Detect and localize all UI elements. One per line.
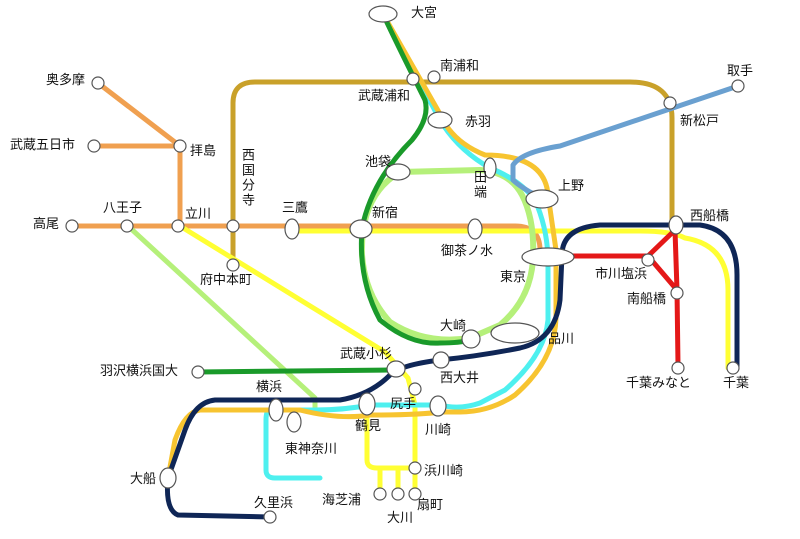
station-marker-okawa — [391, 487, 405, 501]
station-label-musashikosugi: 武蔵小杉 — [340, 347, 393, 362]
station-label-haijima: 拝島 — [190, 144, 217, 159]
station-label-omiya: 大宮 — [411, 6, 438, 21]
station-marker-shinmatsudo — [663, 96, 677, 110]
station-label-mitaka: 三鷹 — [282, 201, 309, 216]
station-label-okutama: 奥多摩 — [46, 73, 86, 88]
station-marker-higashikanagawa — [286, 411, 302, 433]
station-marker-chibaminato — [671, 361, 685, 375]
station-marker-ichikawashiohama — [641, 253, 655, 267]
station-label-tabata: 田端 — [471, 170, 486, 200]
tokaido-line — [165, 11, 559, 481]
station-label-ogimachi: 扇町 — [417, 498, 444, 513]
station-label-kurihama: 久里浜 — [254, 496, 294, 511]
sobu-rapid-line — [669, 222, 740, 371]
station-marker-hachioji — [120, 219, 134, 233]
station-label-umishibaura: 海芝浦 — [322, 493, 362, 508]
station-marker-nishifunabashi — [668, 215, 684, 235]
station-marker-nishikokubunji — [226, 219, 240, 233]
station-marker-takao — [65, 219, 79, 233]
station-label-ofuna: 大船 — [130, 472, 157, 487]
station-marker-osaki — [461, 329, 481, 349]
sotetsu-direct-line — [195, 367, 393, 375]
station-label-okawa: 大川 — [387, 511, 414, 526]
station-label-fuchuhonmachi: 府中本町 — [200, 273, 253, 288]
chuo-sobu-line — [293, 228, 731, 371]
station-marker-minamiurawa — [427, 70, 441, 84]
station-label-minamiurawa: 南浦和 — [440, 59, 480, 74]
station-marker-fuchuhonmachi — [226, 258, 240, 272]
station-label-ochanomizu: 御茶ノ水 — [441, 244, 494, 259]
station-marker-okutama — [91, 76, 105, 90]
station-label-ichikawashiohama: 市川塩浜 — [595, 267, 648, 282]
station-marker-chiba — [726, 361, 740, 375]
station-marker-omiya — [368, 5, 398, 23]
station-markers — [65, 5, 745, 524]
station-label-osaki: 大崎 — [440, 319, 467, 334]
station-marker-haijima — [173, 139, 187, 153]
station-marker-ogimachi — [408, 487, 422, 501]
station-label-toride: 取手 — [727, 64, 754, 79]
station-marker-ueno — [525, 189, 559, 209]
station-label-kawasaki: 川崎 — [425, 423, 452, 438]
keihin-tohoku-line — [263, 11, 551, 481]
station-label-chibaminato: 千葉みなと — [626, 376, 692, 391]
station-label-shiriteuchi: 尻手 — [390, 397, 417, 412]
tsurumi-line — [364, 401, 418, 496]
station-label-ikebukuro: 池袋 — [365, 155, 392, 170]
station-label-shinagawa: 品川 — [548, 332, 575, 347]
station-label-nishioi: 西大井 — [440, 371, 480, 386]
station-label-shinjuku: 新宿 — [372, 206, 399, 221]
station-marker-tokyo — [521, 247, 575, 267]
station-label-minamifunabashi: 南船橋 — [627, 292, 667, 307]
station-marker-hamakawasaki — [408, 461, 422, 475]
station-label-musashiurawa: 武蔵浦和 — [358, 89, 411, 104]
station-marker-mitaka — [284, 218, 300, 240]
station-label-higashikanagawa: 東神奈川 — [285, 442, 338, 457]
station-label-ueno: 上野 — [558, 179, 585, 194]
station-marker-ikebukuro — [385, 163, 411, 181]
station-marker-minamifunabashi — [670, 286, 684, 300]
station-marker-kurihama — [263, 510, 277, 524]
station-marker-tsurumi — [358, 392, 376, 416]
station-label-takao: 高尾 — [33, 217, 60, 232]
station-label-hazawa: 羽沢横浜国大 — [100, 364, 179, 379]
station-label-musashiitsukaichi: 武蔵五日市 — [10, 138, 76, 153]
station-marker-hazawa — [191, 365, 205, 379]
station-marker-musashiitsukaichi — [87, 139, 101, 153]
station-marker-kawasaki — [429, 395, 447, 417]
station-marker-tabata — [483, 157, 497, 179]
station-label-chiba: 千葉 — [723, 376, 750, 391]
station-marker-akabane — [427, 111, 453, 129]
station-marker-umishibaura — [373, 487, 387, 501]
station-marker-ochanomizu — [467, 218, 483, 240]
station-marker-yokohama — [268, 398, 284, 422]
station-label-nishifunabashi: 西船橋 — [690, 209, 730, 224]
station-marker-toride — [731, 79, 745, 93]
station-label-tokyo: 東京 — [500, 270, 527, 285]
station-label-shinmatsudo: 新松戸 — [680, 114, 720, 129]
station-marker-musashikosugi — [386, 360, 406, 378]
station-label-tachikawa: 立川 — [185, 207, 212, 222]
station-label-yokohama: 横浜 — [256, 380, 283, 395]
nambu-line — [177, 223, 418, 468]
station-label-tsurumi: 鶴見 — [355, 419, 382, 434]
station-marker-tachikawa — [171, 219, 185, 233]
station-marker-shinjuku — [349, 219, 373, 239]
station-marker-shiriteuchi — [408, 382, 422, 396]
station-marker-ofuna — [159, 467, 177, 489]
yokosuka-line — [165, 222, 675, 520]
station-label-hamakawasaki: 浜川崎 — [424, 464, 464, 479]
station-marker-shinagawa — [490, 322, 540, 344]
station-label-akabane: 赤羽 — [465, 115, 492, 130]
station-label-nishikokubunji: 西国分寺 — [239, 148, 254, 208]
station-marker-nishioi — [432, 351, 450, 369]
station-label-hachioji: 八王子 — [103, 201, 143, 216]
station-marker-musashiurawa — [406, 72, 420, 86]
joban-line — [510, 83, 741, 202]
